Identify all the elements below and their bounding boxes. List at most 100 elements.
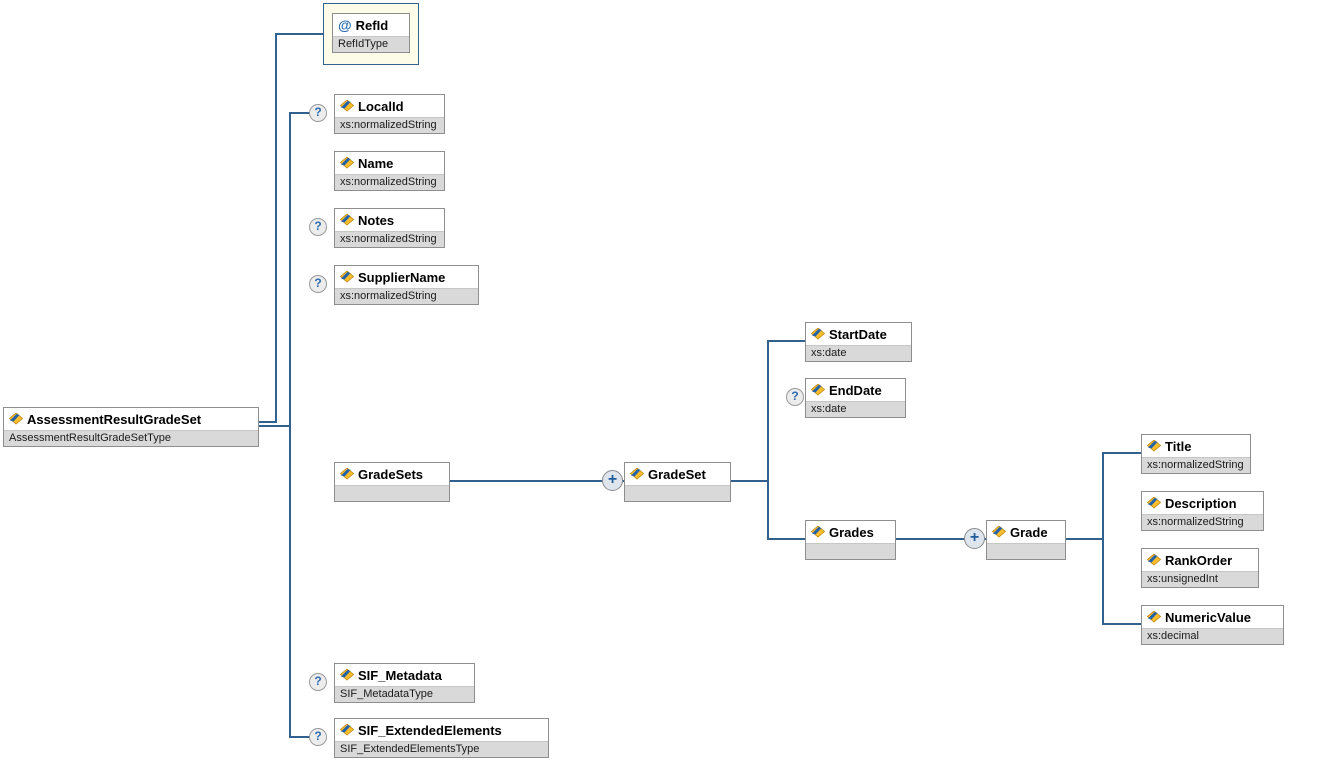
- element-label: Name: [358, 155, 394, 171]
- element-icon: [339, 467, 355, 480]
- element-label: RankOrder: [1165, 552, 1233, 568]
- element-icon: [1146, 496, 1162, 509]
- connector-attr-refid: [275, 33, 323, 35]
- element-title-row: RankOrder: [1142, 549, 1258, 571]
- element-gradeset[interactable]: GradeSet: [624, 462, 731, 502]
- repeat-indicator-grade: +: [964, 528, 985, 549]
- connector-root-to-attr: [259, 421, 276, 423]
- element-type: xs:date: [806, 345, 911, 361]
- element-title-row: LocalId: [335, 95, 444, 117]
- element-gradesets[interactable]: GradeSets: [334, 462, 450, 502]
- connector-sifextended-elbow: [289, 736, 310, 738]
- connector-grade-trunk: [1102, 452, 1104, 625]
- element-type: xs:decimal: [1142, 628, 1283, 644]
- element-type: xs:normalizedString: [1142, 457, 1250, 473]
- attribute-refid[interactable]: @ RefId RefIdType: [332, 13, 410, 53]
- element-title-row: StartDate: [806, 323, 911, 345]
- element-sif-metadata[interactable]: SIF_Metadata SIF_MetadataType: [334, 663, 475, 703]
- optional-indicator-enddate: ?: [786, 388, 804, 406]
- element-label: Notes: [358, 212, 395, 228]
- element-grade[interactable]: Grade: [986, 520, 1066, 560]
- element-icon: [810, 327, 826, 340]
- element-title-row: SIF_Metadata: [335, 664, 474, 686]
- element-type: [806, 543, 895, 559]
- connector-gradesets-gradeset: [450, 480, 624, 482]
- element-type: [987, 543, 1065, 559]
- element-rankorder[interactable]: RankOrder xs:unsignedInt: [1141, 548, 1259, 588]
- connector-gradeset-to-children: [731, 480, 768, 482]
- element-label: AssessmentResultGradeSet: [27, 411, 202, 427]
- element-title[interactable]: Title xs:normalizedString: [1141, 434, 1251, 474]
- connector-children-trunk: [289, 112, 291, 738]
- connector-startdate-elbow: [767, 340, 805, 342]
- element-label: GradeSets: [358, 466, 424, 482]
- element-label: NumericValue: [1165, 609, 1251, 625]
- element-name[interactable]: Name xs:normalizedString: [334, 151, 445, 191]
- element-type: xs:date: [806, 401, 905, 417]
- element-title-row: Notes: [335, 209, 444, 231]
- element-type: xs:unsignedInt: [1142, 571, 1258, 587]
- element-type: [625, 485, 730, 501]
- element-label: GradeSet: [648, 466, 706, 482]
- element-label: Grades: [829, 524, 874, 540]
- connector-grade-to-children: [1066, 538, 1103, 540]
- element-suppliername[interactable]: SupplierName xs:normalizedString: [334, 265, 479, 305]
- element-numericvalue[interactable]: NumericValue xs:decimal: [1141, 605, 1284, 645]
- attribute-at-icon: @: [338, 17, 352, 33]
- element-label: Description: [1165, 495, 1237, 511]
- element-grades[interactable]: Grades: [805, 520, 896, 560]
- optional-indicator-suppliername: ?: [309, 275, 327, 293]
- connector-attr-trunk: [275, 33, 277, 423]
- element-label: SupplierName: [358, 269, 446, 285]
- attribute-title-row: @ RefId: [333, 14, 409, 36]
- element-type: SIF_MetadataType: [335, 686, 474, 702]
- element-icon: [339, 270, 355, 283]
- element-icon: [1146, 610, 1162, 623]
- element-type: xs:normalizedString: [335, 117, 444, 133]
- optional-indicator-localid: ?: [309, 104, 327, 122]
- element-type: xs:normalizedString: [335, 231, 444, 247]
- element-enddate[interactable]: EndDate xs:date: [805, 378, 906, 418]
- element-label: SIF_Metadata: [358, 667, 442, 683]
- element-type: [335, 485, 449, 501]
- element-title-row: SIF_ExtendedElements: [335, 719, 548, 741]
- element-title-row: EndDate: [806, 379, 905, 401]
- element-title-row: SupplierName: [335, 266, 478, 288]
- element-title-row: Name: [335, 152, 444, 174]
- element-sif-extendedelements[interactable]: SIF_ExtendedElements SIF_ExtendedElement…: [334, 718, 549, 758]
- element-type: xs:normalizedString: [1142, 514, 1263, 530]
- element-icon: [339, 213, 355, 226]
- element-label: StartDate: [829, 326, 887, 342]
- connector-title-elbow: [1102, 452, 1141, 454]
- element-title-row: AssessmentResultGradeSet: [4, 408, 258, 430]
- element-label: EndDate: [829, 382, 882, 398]
- element-title-row: GradeSets: [335, 463, 449, 485]
- element-icon: [339, 99, 355, 112]
- optional-indicator-sifmetadata: ?: [309, 673, 327, 691]
- element-assessmentresultgradeset[interactable]: AssessmentResultGradeSet AssessmentResul…: [3, 407, 259, 447]
- repeat-indicator-gradeset: +: [602, 470, 623, 491]
- element-type: xs:normalizedString: [335, 174, 444, 190]
- connector-gradeset-trunk: [767, 340, 769, 540]
- element-label: Grade: [1010, 524, 1048, 540]
- connector-grades-elbow: [767, 538, 805, 540]
- element-localid[interactable]: LocalId xs:normalizedString: [334, 94, 445, 134]
- element-title-row: Grades: [806, 521, 895, 543]
- element-icon: [810, 383, 826, 396]
- element-title-row: NumericValue: [1142, 606, 1283, 628]
- element-label: SIF_ExtendedElements: [358, 722, 502, 738]
- element-startdate[interactable]: StartDate xs:date: [805, 322, 912, 362]
- element-icon: [991, 525, 1007, 538]
- element-icon: [339, 156, 355, 169]
- element-notes[interactable]: Notes xs:normalizedString: [334, 208, 445, 248]
- connector-grades-grade: [896, 538, 986, 540]
- attribute-type: RefIdType: [333, 36, 409, 52]
- element-title-row: GradeSet: [625, 463, 730, 485]
- optional-indicator-notes: ?: [309, 218, 327, 236]
- element-description[interactable]: Description xs:normalizedString: [1141, 491, 1264, 531]
- element-icon: [1146, 553, 1162, 566]
- element-icon: [339, 723, 355, 736]
- element-title-row: Description: [1142, 492, 1263, 514]
- connector-localid-elbow: [289, 112, 310, 114]
- connector-numericvalue-elbow: [1102, 623, 1141, 625]
